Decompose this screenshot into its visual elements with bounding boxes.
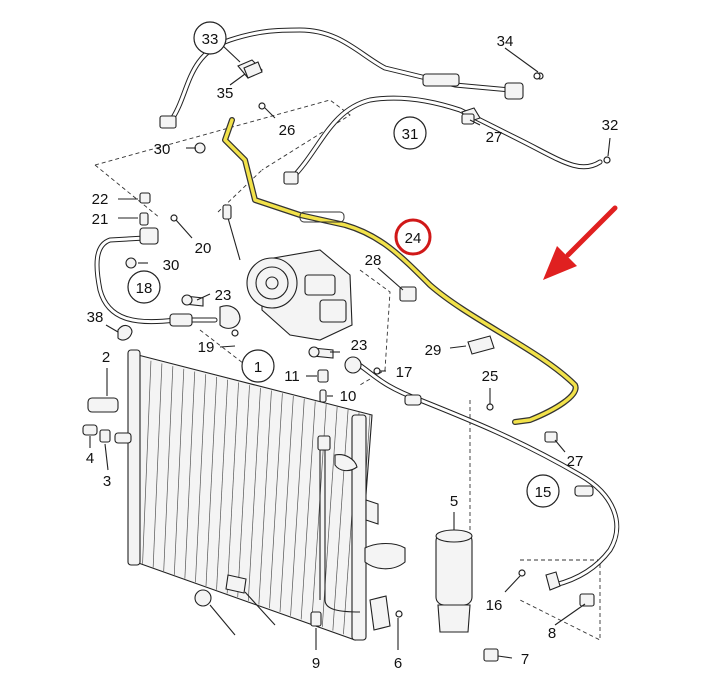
callout-circle-31 — [393, 116, 427, 150]
callout-circle-1 — [241, 349, 275, 383]
callout-23-left: 23 — [215, 287, 232, 304]
condenser-fin — [205, 376, 218, 587]
callout-18: 18 — [136, 280, 153, 297]
condenser-fin — [269, 393, 283, 609]
callout-33: 33 — [202, 31, 219, 48]
callout-3: 3 — [103, 473, 111, 490]
callout-34: 34 — [497, 33, 514, 50]
condenser — [127, 349, 379, 641]
callout-23-right: 23 — [351, 337, 368, 354]
condenser-fin — [332, 409, 349, 631]
callout-1: 1 — [254, 359, 262, 376]
condenser-fin — [184, 371, 196, 579]
condenser-fin — [142, 360, 152, 564]
callout-27-bottom: 27 — [567, 453, 584, 470]
condenser-fin — [300, 401, 316, 620]
pipe-33 — [159, 27, 544, 129]
callout-31: 31 — [402, 126, 419, 143]
callout-10: 10 — [340, 388, 357, 405]
callout-9: 9 — [312, 655, 320, 672]
callout-30-mid: 30 — [163, 257, 180, 274]
callout-8: 8 — [548, 625, 556, 642]
callout-2: 2 — [102, 349, 110, 366]
condenser-fin — [226, 382, 239, 594]
callout-27-top: 27 — [486, 129, 503, 146]
condenser-fin — [163, 366, 174, 572]
condenser-fin — [247, 387, 261, 601]
callout-7: 7 — [521, 651, 529, 668]
callout-circle-15 — [526, 474, 560, 508]
callout-circle-33 — [193, 21, 227, 55]
condenser-fin — [279, 395, 294, 613]
compressor — [222, 204, 353, 341]
callout-4: 4 — [86, 450, 94, 467]
callout-21: 21 — [92, 211, 109, 228]
pipe-15 — [344, 356, 620, 591]
callout-22: 22 — [92, 191, 109, 208]
callout-5: 5 — [450, 493, 458, 510]
callout-25: 25 — [482, 368, 499, 385]
condenser-fin — [195, 374, 207, 583]
condenser-fin — [258, 390, 272, 605]
condenser-fin — [173, 368, 185, 575]
callout-16: 16 — [486, 597, 503, 614]
pipe-24-highlighted — [222, 117, 579, 425]
leader-lines — [89, 44, 611, 659]
condenser-fin — [290, 398, 305, 616]
callout-24: 24 — [405, 230, 422, 247]
callout-6: 6 — [394, 655, 402, 672]
callout-29: 29 — [425, 342, 442, 359]
callout-35: 35 — [217, 85, 234, 102]
callout-17: 17 — [396, 364, 413, 381]
condenser-fin — [152, 363, 163, 568]
callout-26: 26 — [279, 122, 296, 139]
condenser-fin — [216, 379, 228, 590]
callout-19: 19 — [198, 339, 215, 356]
callout-20: 20 — [195, 240, 212, 257]
receiver-drier — [364, 529, 473, 633]
condenser-fin — [237, 385, 250, 598]
callout-labels: 33 34 35 26 31 27 32 30 22 21 20 24 30 1… — [86, 21, 619, 672]
callout-38: 38 — [87, 309, 104, 326]
callout-30-top: 30 — [154, 141, 171, 158]
callout-28: 28 — [365, 252, 382, 269]
highlight-circle-24 — [394, 218, 432, 256]
callout-circle-18 — [127, 270, 161, 304]
fasteners — [82, 61, 595, 662]
callout-15: 15 — [535, 484, 552, 501]
callout-11: 11 — [284, 368, 300, 385]
red-arrow-icon — [543, 205, 618, 280]
callout-32: 32 — [602, 117, 619, 134]
pipe-18 — [94, 227, 241, 329]
pipe-31 — [283, 95, 611, 185]
